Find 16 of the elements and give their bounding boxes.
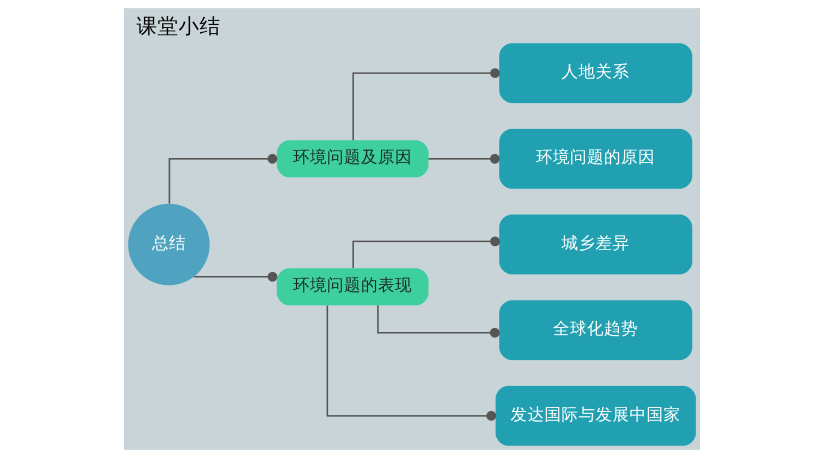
connector <box>194 272 277 282</box>
connector <box>376 306 500 338</box>
node-box: 全球化趋势 <box>498 300 692 360</box>
connector <box>352 236 500 268</box>
connector <box>168 154 277 204</box>
node-box: 环境问题的原因 <box>498 128 692 189</box>
node-box: 发达国际与发展中国家 <box>495 386 696 446</box>
connector <box>428 154 500 164</box>
connector <box>326 306 496 421</box>
node-box: 环境问题及原因 <box>276 140 428 178</box>
node-box: 环境问题的表现 <box>276 268 428 306</box>
node-circle: 总结 <box>128 204 210 286</box>
node-box: 人地关系 <box>498 43 692 104</box>
node-box: 城乡差异 <box>498 214 692 274</box>
diagram-title: 课堂小结 <box>136 14 220 38</box>
connector <box>352 68 500 140</box>
